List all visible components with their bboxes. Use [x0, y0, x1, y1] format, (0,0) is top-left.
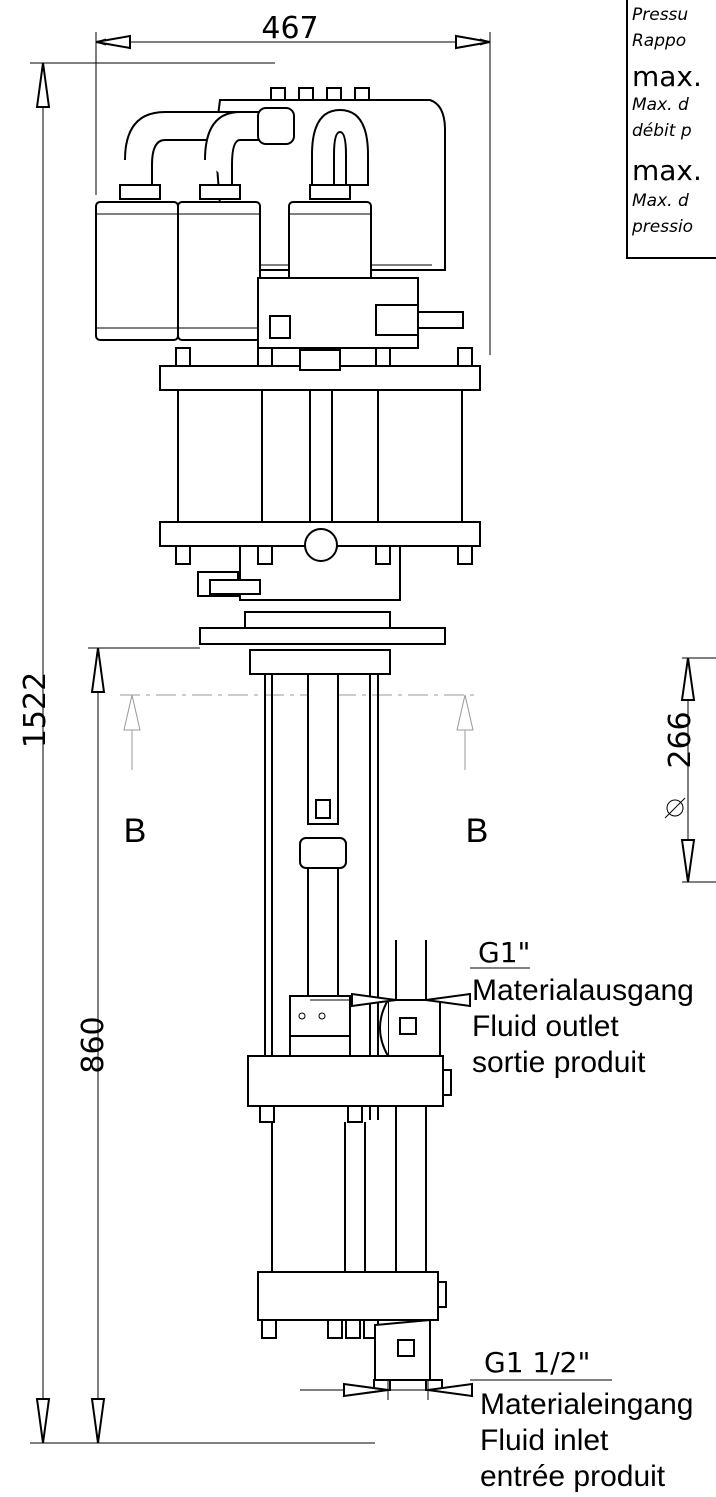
spec-line-8: pressio	[631, 217, 693, 237]
spec-line-3: max.	[632, 60, 702, 93]
diameter-icon	[664, 797, 686, 819]
pump-body	[95, 87, 481, 1391]
spec-line-4: Max. d	[632, 95, 689, 115]
inlet-housing	[257, 1271, 439, 1321]
spec-box: Pressu Rappo max. Max. d débit p max. Ma…	[626, 0, 716, 259]
dimension-height-total-value: 1522	[18, 672, 53, 748]
inlet-label-de: Materialeingang	[480, 1388, 693, 1421]
dimension-height-total: 1522	[18, 62, 375, 1444]
inlet-label-fr: entrée produit	[480, 1460, 666, 1493]
spec-line-5: débit p	[632, 121, 692, 141]
outlet-label-de: Materialausgang	[472, 974, 694, 1007]
dimension-width-value: 467	[261, 11, 318, 46]
air-pipes	[124, 107, 369, 186]
outlet-housing	[247, 1055, 444, 1107]
inlet-callout: G1 1/2" Materialeingang Fluid inlet entr…	[300, 1346, 693, 1493]
section-line-b: B B	[120, 694, 489, 850]
outlet-size: G1"	[478, 936, 530, 969]
flange-bolts-top	[175, 347, 473, 367]
spec-line-2: Rappo	[632, 31, 686, 51]
dimension-diameter: 266	[663, 657, 716, 883]
dimension-diameter-value: 266	[663, 711, 698, 768]
spec-line-7: Max. d	[632, 191, 689, 211]
outlet-label-fr: sortie produit	[472, 1046, 646, 1079]
dimension-height-lower-value: 860	[76, 1016, 111, 1073]
section-label-right: B	[466, 812, 489, 850]
mounting-plate	[199, 627, 446, 645]
top-bolts	[270, 87, 370, 103]
spec-line-1: Pressu	[632, 5, 688, 25]
flange-bolts-bottom	[175, 545, 473, 565]
inlet-bolts	[261, 1319, 379, 1339]
spec-line-6: max.	[632, 154, 702, 187]
inlet-size: G1 1/2"	[484, 1346, 590, 1379]
outlet-callout: G1" Materialausgang Fluid outlet sortie …	[310, 936, 694, 1079]
section-label-left: B	[124, 812, 147, 850]
dimension-height-lower: 860	[76, 647, 200, 1444]
inlet-label-en: Fluid inlet	[480, 1424, 609, 1457]
outlet-label-en: Fluid outlet	[472, 1010, 619, 1043]
dimension-width: 467	[95, 11, 491, 355]
